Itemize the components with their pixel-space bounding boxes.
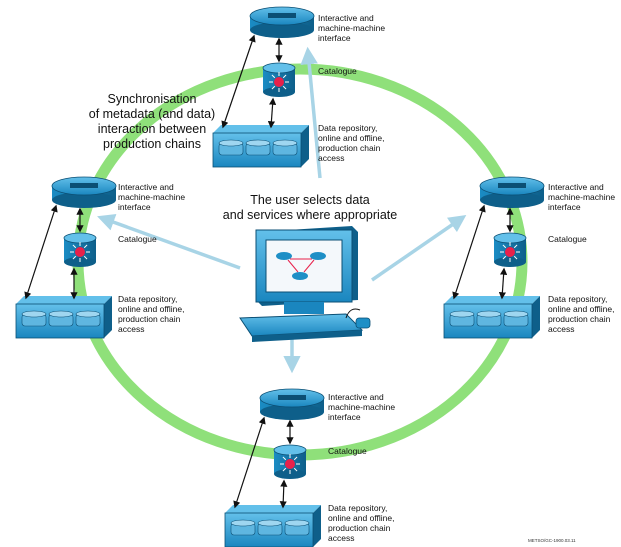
- footnote: METSO/GC-1900.03.11: [528, 538, 576, 543]
- link-arrows: [221, 34, 283, 129]
- repository-label-right: Data repository,online and offline,produ…: [548, 294, 615, 334]
- catalogue-label-right: Catalogue: [548, 234, 587, 244]
- storage-array-icon: [15, 296, 112, 339]
- router-icon: [51, 176, 117, 208]
- link-arrows: [24, 204, 84, 300]
- repository-label-left: Data repository,online and offline,produ…: [118, 294, 185, 334]
- caption-line-1: The user selects data: [250, 193, 370, 207]
- center-caption: The user selects data and services where…: [222, 193, 398, 223]
- link-arrows: [233, 416, 294, 509]
- storage-array-icon: [443, 296, 540, 339]
- workstation-icon: [239, 226, 371, 342]
- sync-line-1: Synchronisation: [107, 92, 197, 106]
- storage-array-icon: [212, 125, 309, 168]
- storage-array-icon: [224, 505, 321, 547]
- router-icon: [249, 6, 315, 38]
- sync-line-2: of metadata (and data): [88, 107, 216, 121]
- catalogue-label-left: Catalogue: [118, 234, 157, 244]
- catalogue-switch-icon: [273, 444, 307, 479]
- catalogue-switch-icon: [63, 232, 97, 267]
- caption-line-2: and services where appropriate: [222, 208, 398, 222]
- repository-label-bottom: Data repository,online and offline,produ…: [328, 503, 395, 543]
- router-icon: [259, 388, 325, 420]
- arrow-to-top-node: [300, 46, 322, 179]
- arrow-to-left-node: [97, 213, 241, 270]
- synchronisation-title: Synchronisation of metadata (and data) i…: [78, 92, 226, 152]
- node-right: [443, 176, 545, 339]
- node-top: [212, 6, 315, 168]
- sync-line-3: interaction between: [97, 122, 207, 136]
- sync-line-4: production chains: [103, 137, 201, 151]
- router-icon: [479, 176, 545, 208]
- arrow-to-right-node: [371, 215, 467, 282]
- catalogue-label-top: Catalogue: [318, 66, 357, 76]
- node-bottom: [224, 388, 325, 547]
- catalogue-label-bottom: Catalogue: [328, 446, 367, 456]
- repository-label-top: Data repository,online and offline,produ…: [318, 123, 385, 163]
- catalogue-switch-icon: [262, 62, 296, 97]
- link-arrows: [452, 204, 514, 300]
- catalogue-switch-icon: [493, 232, 527, 267]
- user-access-arrows: [97, 46, 467, 374]
- node-left: [15, 176, 117, 339]
